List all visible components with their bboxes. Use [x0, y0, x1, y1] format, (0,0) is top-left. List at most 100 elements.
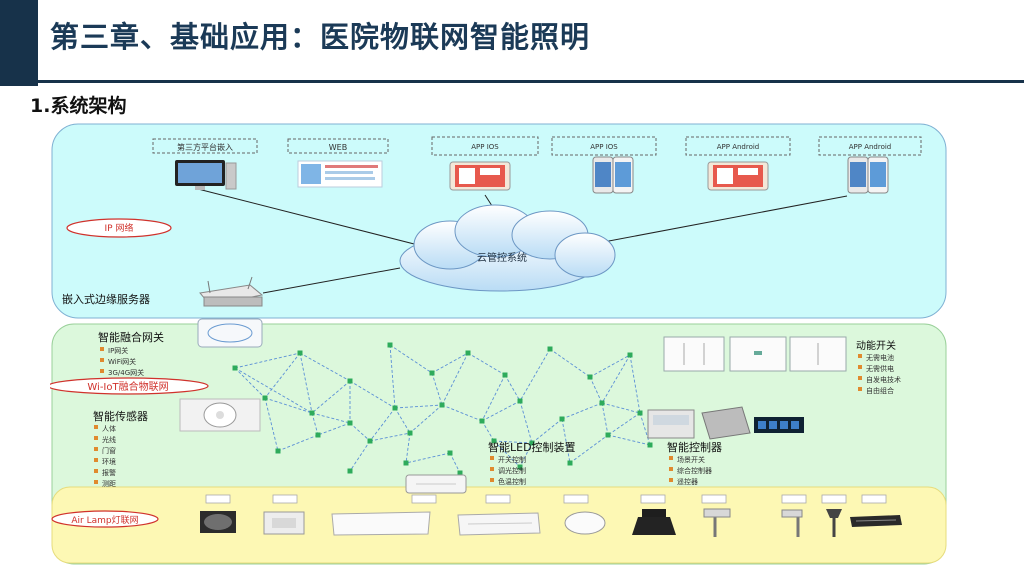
mesh-link [394, 404, 443, 409]
mesh-node [403, 460, 409, 466]
mesh-node [559, 416, 565, 422]
smart-controller-icon [647, 406, 804, 440]
mesh-link [349, 422, 371, 442]
mesh-link [481, 374, 506, 422]
street-light-icon [703, 508, 731, 537]
client-label-box: APP Android [685, 136, 791, 156]
gateway-bullets [100, 347, 104, 373]
mesh-link [589, 354, 631, 378]
mesh-link [561, 402, 603, 420]
mesh-node [387, 342, 393, 348]
mesh-node [587, 374, 593, 380]
smart-controller-item: 场景开关 [677, 455, 705, 464]
mesh-link [299, 352, 351, 382]
sensor-item: 环境 [102, 457, 116, 466]
led-controller-title: 智能LED控制装置 [488, 440, 576, 454]
mesh-link [277, 434, 319, 452]
title-side-bar [0, 0, 38, 86]
mesh-link [549, 348, 591, 378]
air-lamp-network-badge [51, 510, 159, 528]
sensor-item: 光线 [102, 435, 116, 444]
mesh-link [369, 432, 411, 442]
led-controller-bullets [490, 456, 494, 482]
mesh-link [601, 402, 609, 436]
client-label: APP IOS [590, 143, 618, 151]
mesh-link [311, 412, 351, 424]
iphone-icon [847, 156, 889, 194]
ceiling-light-icon [564, 511, 606, 535]
mesh-link [311, 412, 319, 436]
lamp-driver-icons [205, 494, 887, 504]
sensor-bullets [94, 425, 98, 484]
downlight-icon [200, 511, 236, 533]
kinetic-switch-item: 无需供电 [866, 364, 894, 373]
track-light-icon [850, 515, 902, 527]
mesh-link [569, 434, 609, 464]
mesh-link [601, 354, 631, 404]
sensor-item: 门窗 [102, 446, 116, 455]
mesh-link [519, 400, 533, 444]
mesh-network-nodes [232, 342, 653, 476]
mesh-node [647, 442, 653, 448]
led-driver-icon [405, 474, 467, 494]
edge-server-icon [199, 276, 264, 307]
mesh-link [601, 402, 641, 414]
mesh-link [264, 397, 279, 452]
smart-controller-title: 智能控制器 [667, 440, 722, 454]
panel-light-icon [331, 511, 431, 536]
mesh-node [262, 395, 268, 401]
mesh-node [491, 438, 497, 444]
client-label-box: APP IOS [431, 136, 539, 156]
mesh-node [547, 346, 553, 352]
mesh-link [389, 344, 396, 409]
mesh-link [493, 440, 533, 444]
mesh-node [407, 430, 413, 436]
edge-server-label: 嵌入式边缘服务器 [62, 293, 150, 306]
mesh-node [599, 400, 605, 406]
mesh-node [429, 370, 435, 376]
mesh-node [309, 410, 315, 416]
mesh-link [481, 400, 521, 422]
mesh-node [315, 432, 321, 438]
client-label-box: WEB [287, 138, 389, 154]
mesh-link [349, 440, 371, 472]
mesh-node [232, 365, 238, 371]
client-label-box: APP Android [818, 136, 922, 156]
mesh-link [317, 422, 351, 436]
cloud-control-label: 云管控系统 [477, 251, 527, 264]
system-architecture-diagram: 第三方平台嵌入 WEB APP IOS APP IOS APP Android … [50, 123, 947, 565]
mesh-node [275, 448, 281, 454]
mesh-link [504, 374, 521, 402]
mesh-link [234, 367, 266, 399]
tablet-app-icon [707, 161, 769, 191]
smart-gateway-icon [197, 318, 263, 348]
mesh-link [561, 418, 571, 464]
mesh-node [457, 470, 463, 476]
mesh-node [465, 350, 471, 356]
cloud-icon [399, 204, 616, 292]
mesh-node [392, 405, 398, 411]
mesh-link [264, 397, 313, 414]
sensor-title: 智能传感器 [93, 409, 148, 423]
kinetic-switch-icon [663, 336, 847, 372]
mesh-node [347, 378, 353, 384]
kinetic-switch-item: 自由组合 [866, 386, 894, 395]
gateway-item: 3G/4G网关 [108, 368, 144, 377]
mesh-link [405, 452, 451, 464]
mesh-node [517, 464, 523, 470]
garden-light-icon [781, 509, 803, 537]
client-label-box: APP IOS [551, 136, 657, 156]
mesh-node [529, 440, 535, 446]
mesh-link [234, 352, 301, 369]
mesh-link [409, 404, 443, 434]
title-underline [38, 80, 1024, 83]
smart-controller-bullets [669, 456, 673, 482]
mesh-node [502, 372, 508, 378]
smart-gateway-ring-icon [207, 323, 253, 343]
bollard-light-icon [826, 509, 842, 537]
kinetic-switch-bullets [858, 354, 862, 391]
wi-iot-network-badge [50, 377, 209, 395]
mesh-node [627, 352, 633, 358]
spotlight-icon [263, 511, 305, 535]
sensor-item: 报警 [102, 468, 116, 477]
